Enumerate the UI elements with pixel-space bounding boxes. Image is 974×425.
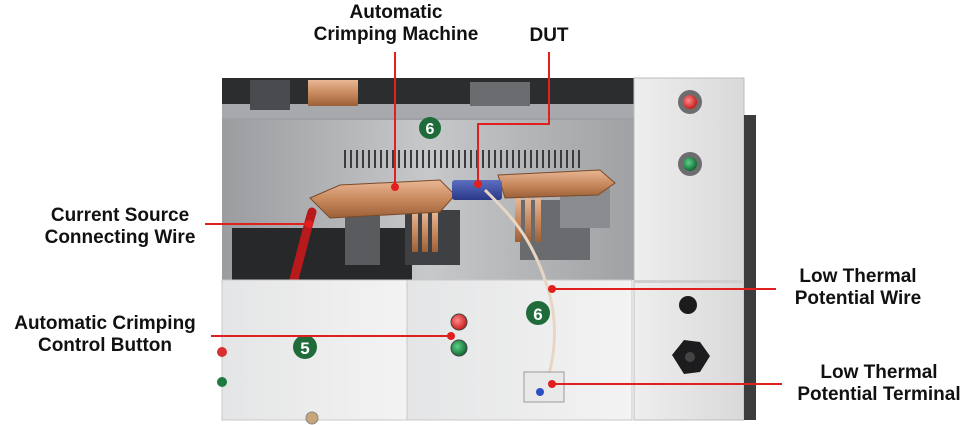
label-low-thermal-potential-wire: Low Thermal Potential Wire xyxy=(778,266,938,310)
label-dut-text: DUT xyxy=(529,25,569,46)
lower-left-connector xyxy=(305,411,319,425)
label-current-source-line2: Connecting Wire xyxy=(44,227,196,248)
label-low-thermal-potential-terminal: Low Thermal Potential Terminal xyxy=(784,362,974,406)
label-control-button-line1: Automatic Crimping xyxy=(14,313,196,334)
side-panel-divider xyxy=(634,280,744,283)
module-badge-lower-right xyxy=(526,301,550,325)
label-dut: DUT xyxy=(520,25,578,47)
copper-pins xyxy=(412,198,541,252)
module-number-lower-right: 6 xyxy=(533,305,542,324)
side-panel-red-button xyxy=(683,95,697,109)
label-potential-terminal-line1: Low Thermal xyxy=(820,362,938,383)
upper-mechanism-right xyxy=(470,82,530,106)
callout-lines xyxy=(205,52,782,385)
module-badge-lower-left xyxy=(293,335,317,359)
callout-dots xyxy=(305,180,556,388)
low-thermal-terminal-port xyxy=(536,388,544,396)
module-number-upper: 6 xyxy=(426,121,435,138)
crimping-control-button-red xyxy=(450,313,468,331)
low-thermal-potential-wire xyxy=(483,188,556,386)
label-automatic-crimping-machine-line1: Automatic xyxy=(349,2,443,23)
module-badge-upper xyxy=(419,117,441,139)
label-potential-wire-line1: Low Thermal xyxy=(799,266,917,287)
crimping-clamp-right xyxy=(497,169,616,199)
side-panel-knob-center xyxy=(685,352,695,362)
top-rail xyxy=(222,104,634,118)
vent-slots xyxy=(344,150,580,168)
label-current-source-line1: Current Source xyxy=(50,205,190,226)
lower-left-small-button-green xyxy=(217,377,227,387)
side-panel-hi-port xyxy=(679,296,697,314)
cabinet-right-edge xyxy=(744,115,756,420)
lower-left-small-button-red xyxy=(217,347,227,357)
label-potential-terminal-line2: Potential Terminal xyxy=(797,384,961,405)
label-control-button-line2: Control Button xyxy=(37,335,172,356)
label-current-source-connecting-wire: Current Source Connecting Wire xyxy=(30,205,210,249)
label-automatic-crimping-machine-line2: Crimping Machine xyxy=(313,24,479,45)
callout-line-dut xyxy=(477,52,550,184)
upper-mechanism-left xyxy=(250,80,290,110)
lower-panel-middle xyxy=(406,279,633,421)
label-automatic-crimping-machine: Automatic Crimping Machine xyxy=(305,2,487,46)
label-automatic-crimping-control-button: Automatic Crimping Control Button xyxy=(0,313,210,357)
label-potential-wire-line2: Potential Wire xyxy=(794,288,922,309)
upper-mechanism-copper xyxy=(308,80,358,106)
low-thermal-terminal xyxy=(523,371,565,403)
module-number-lower-left: 5 xyxy=(300,339,309,358)
side-panel-green-button xyxy=(683,157,697,171)
crimping-control-button-green xyxy=(450,339,468,357)
